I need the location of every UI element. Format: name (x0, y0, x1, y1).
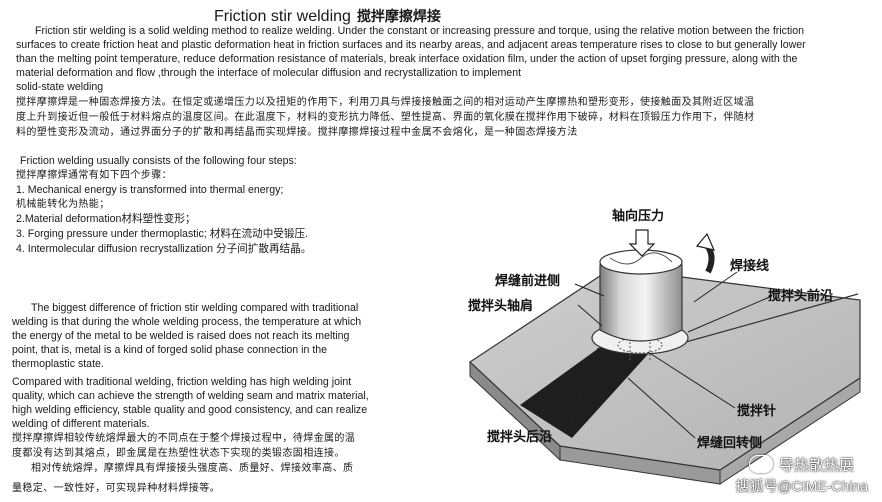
label-retreating-side: 焊缝回转侧 (697, 435, 762, 451)
page-title: Friction stir welding 搅拌摩擦焊接 (214, 6, 441, 26)
diff-cn-line-3: 相对传统熔焊，摩擦焊具有焊接接头强度高、质量好、焊接效率高、质 (31, 463, 354, 474)
tool-cylinder (599, 264, 683, 342)
step-1-cn: 机械能转化为热能； (16, 199, 110, 210)
label-rear-edge: 搅拌头后沿 (487, 429, 552, 445)
weld-seam (520, 340, 650, 438)
intro-en-line-3: than the melting point temperature, redu… (16, 53, 798, 65)
diff-en-line-9: welding of different materials. (12, 418, 150, 430)
wechat-icon (748, 455, 773, 473)
diff-en-line-7: quality, which can achieve the strength … (12, 390, 369, 402)
title-en: Friction stir welding (214, 8, 351, 25)
leader-retreating (627, 377, 696, 439)
pin-outline (617, 336, 663, 354)
label-pin: 搅拌针 (737, 403, 776, 419)
label-axial-pressure: 轴向压力 (612, 208, 664, 224)
intro-cn-line-3: 料的塑性变形及流动，通过界面分子的扩散和再结晶而实现焊接。搅拌摩擦焊接过程中金属… (16, 127, 578, 138)
diff-cn-line-4: 量稳定、一致性好，可实现异种材料焊接等。 (12, 483, 220, 494)
watermark-line-2: 搜狐号@CIME-China (735, 478, 868, 494)
diff-cn-line-2: 度都没有达到其熔点，即金属是在热塑性状态下实现的类锻态固相连接。 (12, 448, 345, 459)
leader-rear-edge (569, 347, 599, 425)
watermark-line-1: 导热散热展 (748, 454, 854, 475)
intro-cn-line-2: 度上升到接近但一般低于材料熔点的温度区间。在此温度下，材料的变形抗力降低、塑性提… (16, 112, 755, 123)
leader-front-edge (687, 295, 773, 333)
step-4: 4. Intermolecular diffusion recrystalliz… (16, 243, 312, 255)
leader-advancing (574, 283, 605, 297)
step-2: 2.Material deformation材料塑性变形； (16, 213, 196, 225)
step-3: 3. Forging pressure under thermoplastic;… (16, 228, 309, 240)
diff-en-line-6: Compared with traditional welding, frict… (12, 376, 352, 388)
label-front-edge: 搅拌头前沿 (768, 288, 833, 304)
diff-en-line-3: the energy of the metal to be welded is … (12, 330, 350, 342)
leader-pin (647, 351, 736, 409)
diff-cn-line-1: 搅拌摩擦焊相较传统熔焊最大的不同点在于整个焊接过程中，待焊金属的温 (12, 433, 356, 444)
intro-en-line-4: material deformation and flow ,through t… (16, 67, 522, 79)
steps-heading-en: Friction welding usually consists of the… (20, 155, 297, 167)
steps-heading-cn: 搅拌摩擦焊通常有如下四个步骤： (16, 170, 172, 181)
step-1-en: 1. Mechanical energy is transformed into… (16, 184, 284, 196)
intro-cn-line-1: 搅拌摩擦焊是一种固态焊接方法。在恒定或递增压力以及扭矩的作用下，利用刀具与焊接接… (16, 97, 755, 108)
diff-en-line-2: welding is that during the whole welding… (12, 316, 362, 328)
leader-weld-line (693, 271, 738, 303)
label-advancing-side: 焊缝前进侧 (495, 273, 560, 289)
intro-en-line-5: solid-state welding (16, 81, 104, 93)
diff-en-line-4: point, that is, metal is a kind of forge… (12, 344, 328, 356)
intro-en-line-1: Friction stir welding is a solid welding… (35, 25, 805, 37)
leader-shoulder (577, 304, 603, 327)
label-shoulder: 搅拌头轴肩 (468, 298, 533, 314)
intro-en-line-2: surfaces to create friction heat and pla… (16, 39, 806, 51)
diff-en-line-8: high welding efficiency, stable quality … (12, 404, 368, 416)
axial-pressure-arrow (628, 229, 656, 257)
title-cn: 搅拌摩擦焊接 (356, 9, 441, 25)
diff-en-line-1: The biggest difference of friction stir … (31, 302, 359, 314)
label-weld-line: 焊接线 (730, 258, 769, 274)
diff-en-line-5: thermoplastic state. (12, 358, 104, 370)
